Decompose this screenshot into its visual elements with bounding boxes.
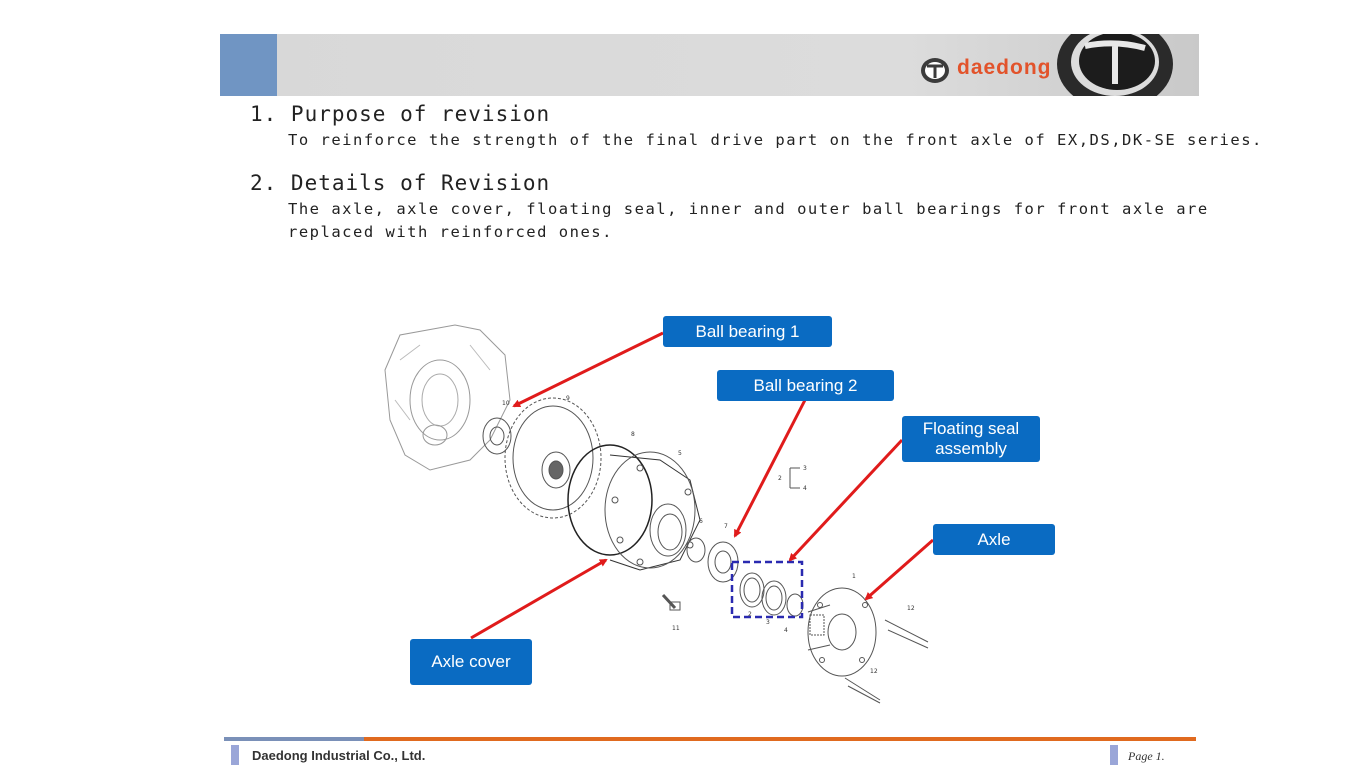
section-1-title: 1. Purpose of revision <box>250 102 551 126</box>
brand-logo-text: daedong <box>957 56 1052 79</box>
part-label-7: 7 <box>724 523 728 530</box>
axle-exploded-diagram: 10 9 8 5 6 7 11 2 3 4 1 12 12 2 3 4 <box>384 324 934 704</box>
header-accent-block <box>220 34 277 96</box>
axle-part <box>807 587 877 677</box>
housing-part <box>384 324 511 471</box>
stud-bolt-part <box>844 619 929 704</box>
footer-left-marker <box>231 745 239 765</box>
callout-ball-bearing-2: Ball bearing 2 <box>717 370 894 401</box>
callout-floating-seal-line-1: Floating seal <box>922 419 1020 438</box>
callout-axle-cover: Axle cover <box>410 639 532 685</box>
part-label-2: 2 <box>748 611 752 618</box>
part-label-11: 11 <box>672 625 680 632</box>
footer-rule-blue <box>224 737 364 741</box>
part-label-5: 5 <box>678 450 682 457</box>
header-band <box>220 34 1199 96</box>
footer-rule-orange <box>364 737 1196 741</box>
legend-label-3: 3 <box>803 465 807 472</box>
part-label-1: 1 <box>852 573 856 580</box>
section-2-body-line-1: The axle, axle cover, floating seal, inn… <box>288 200 1209 218</box>
part-label-6: 6 <box>699 518 703 525</box>
arrow-ball-bearing-1 <box>512 331 664 408</box>
section-2-title: 2. Details of Revision <box>250 171 551 195</box>
large-badge-icon <box>1057 34 1173 96</box>
part-label-3: 3 <box>766 619 770 626</box>
section-2-body-line-2: replaced with reinforced ones. <box>288 223 613 241</box>
part-label-4: 4 <box>784 627 788 634</box>
o-ring-part <box>686 537 706 563</box>
arrow-floating-seal <box>788 438 904 562</box>
part-label-9: 9 <box>566 395 570 402</box>
callout-axle: Axle <box>933 524 1055 555</box>
legend-label-4: 4 <box>803 485 807 492</box>
part-label-12b: 12 <box>870 668 878 675</box>
axle-cover-part <box>567 444 701 571</box>
arrow-ball-bearing-2 <box>733 399 807 538</box>
part-label-12a: 12 <box>907 605 915 612</box>
callout-ball-bearing-1: Ball bearing 1 <box>663 316 832 347</box>
bolt-part <box>661 593 681 611</box>
footer-page-number: Page 1. <box>1128 749 1165 763</box>
ball-bearing-1-part <box>482 417 512 455</box>
floating-seal-highlight-box <box>730 560 804 619</box>
arrow-axle-cover <box>470 558 608 640</box>
section-1-body-line-1: To reinforce the strength of the final d… <box>288 131 1263 149</box>
ring-gear-part <box>504 397 602 519</box>
callout-floating-seal-assembly: Floating seal assembly <box>902 416 1040 462</box>
legend-bracket <box>789 467 800 489</box>
legend-label-2: 2 <box>778 475 782 482</box>
floating-seal-part <box>739 572 804 617</box>
daedong-badge-icon <box>921 58 949 83</box>
callout-floating-seal-line-2: assembly <box>935 439 1007 458</box>
arrow-axle <box>864 538 934 601</box>
part-label-8: 8 <box>631 431 635 438</box>
part-label-10: 10 <box>502 400 510 407</box>
footer-right-marker <box>1110 745 1118 765</box>
footer-company-name: Daedong Industrial Co., Ltd. <box>252 748 426 763</box>
